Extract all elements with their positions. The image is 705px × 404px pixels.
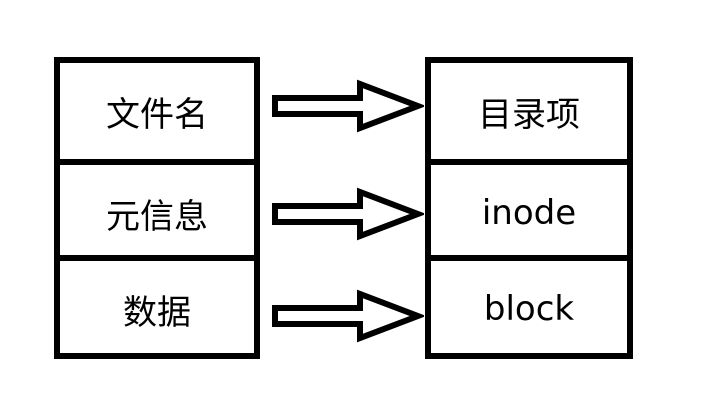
filesystem-structures-box: 目录项 inode block (425, 57, 633, 359)
divider (431, 255, 627, 261)
divider (60, 255, 254, 261)
file-parts-box: 文件名 元信息 数据 (54, 57, 260, 359)
arrow-right-icon (272, 79, 424, 133)
arrow-right-icon (272, 289, 424, 343)
block-cell: block (483, 289, 575, 329)
divider (431, 159, 627, 165)
metadata-cell: 元信息 (106, 196, 208, 237)
divider (60, 159, 254, 165)
file-name-cell: 文件名 (106, 94, 208, 135)
directory-entry-cell: 目录项 (478, 94, 580, 135)
arrow-right-icon (272, 187, 424, 241)
data-cell: 数据 (123, 292, 191, 333)
inode-cell: inode (481, 193, 577, 233)
clipped-top-text (170, 0, 450, 8)
